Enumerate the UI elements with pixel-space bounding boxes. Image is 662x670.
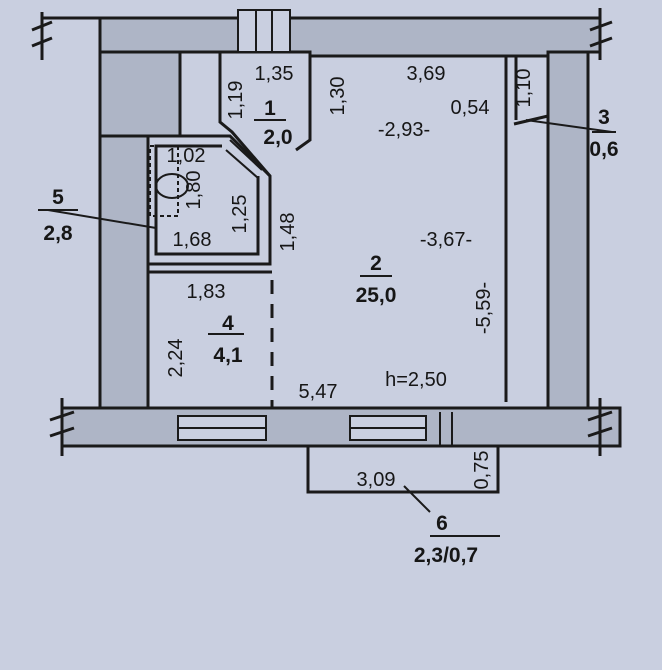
duct	[237, 9, 291, 53]
leaders	[38, 119, 616, 537]
room-4-area: 4,1	[213, 344, 243, 367]
dim-bottom-total: 5,47	[299, 381, 338, 403]
dim-r6-depth: 0,75	[471, 451, 493, 490]
dim-r2-top: 3,69	[407, 63, 446, 85]
dim-r4-width: 1,83	[187, 281, 226, 303]
dim-r1-right: 1,30	[327, 77, 349, 116]
room-6-area: 2,3/0,7	[414, 544, 478, 567]
dim-r5-height: 1,80	[183, 171, 205, 210]
dim-r5-right: 1,25	[229, 195, 251, 234]
room-2-area: 25,0	[356, 284, 397, 307]
ceiling-height: h=2,50	[385, 369, 447, 391]
room-1-area: 2,0	[263, 126, 292, 149]
room-4-number: 4	[222, 312, 234, 335]
dim-r5-bottom: 1,68	[173, 229, 212, 251]
dim-r3-height: 1,10	[513, 69, 535, 108]
windows	[177, 412, 453, 446]
room-labels: 1 2,0 2 25,0 3 0,6 4 4,1 5 2,8 6 2,3/0,7	[43, 97, 618, 567]
dim-r3-width: 0,54	[451, 97, 490, 119]
room-2-number: 2	[370, 252, 382, 275]
room-5-number: 5	[52, 186, 64, 209]
dim-r2-mid-width: -2,93-	[378, 119, 430, 141]
balcony	[306, 444, 500, 494]
dim-r6-width: 3,09	[357, 469, 396, 491]
exterior-walls	[31, 8, 622, 456]
dim-r5-top: 1,02	[167, 145, 206, 167]
dim-r2-height: -5,59-	[473, 282, 495, 334]
room-1-number: 1	[264, 97, 276, 120]
dim-r2-left: 1,48	[277, 213, 299, 252]
room-3-area: 0,6	[589, 138, 618, 161]
room-3-number: 3	[598, 106, 610, 129]
dim-r1-left: 1,19	[225, 81, 247, 120]
room-6-number: 6	[436, 512, 448, 535]
room-5-area: 2,8	[43, 222, 73, 245]
dim-r1-width: 1,35	[255, 63, 294, 85]
dimension-labels: 1,35 1,19 1,30 3,69 -2,93- -3,67- -5,59-…	[165, 63, 535, 491]
dim-r2-inner-width: -3,67-	[420, 229, 472, 251]
dim-r4-height: 2,24	[165, 339, 187, 378]
